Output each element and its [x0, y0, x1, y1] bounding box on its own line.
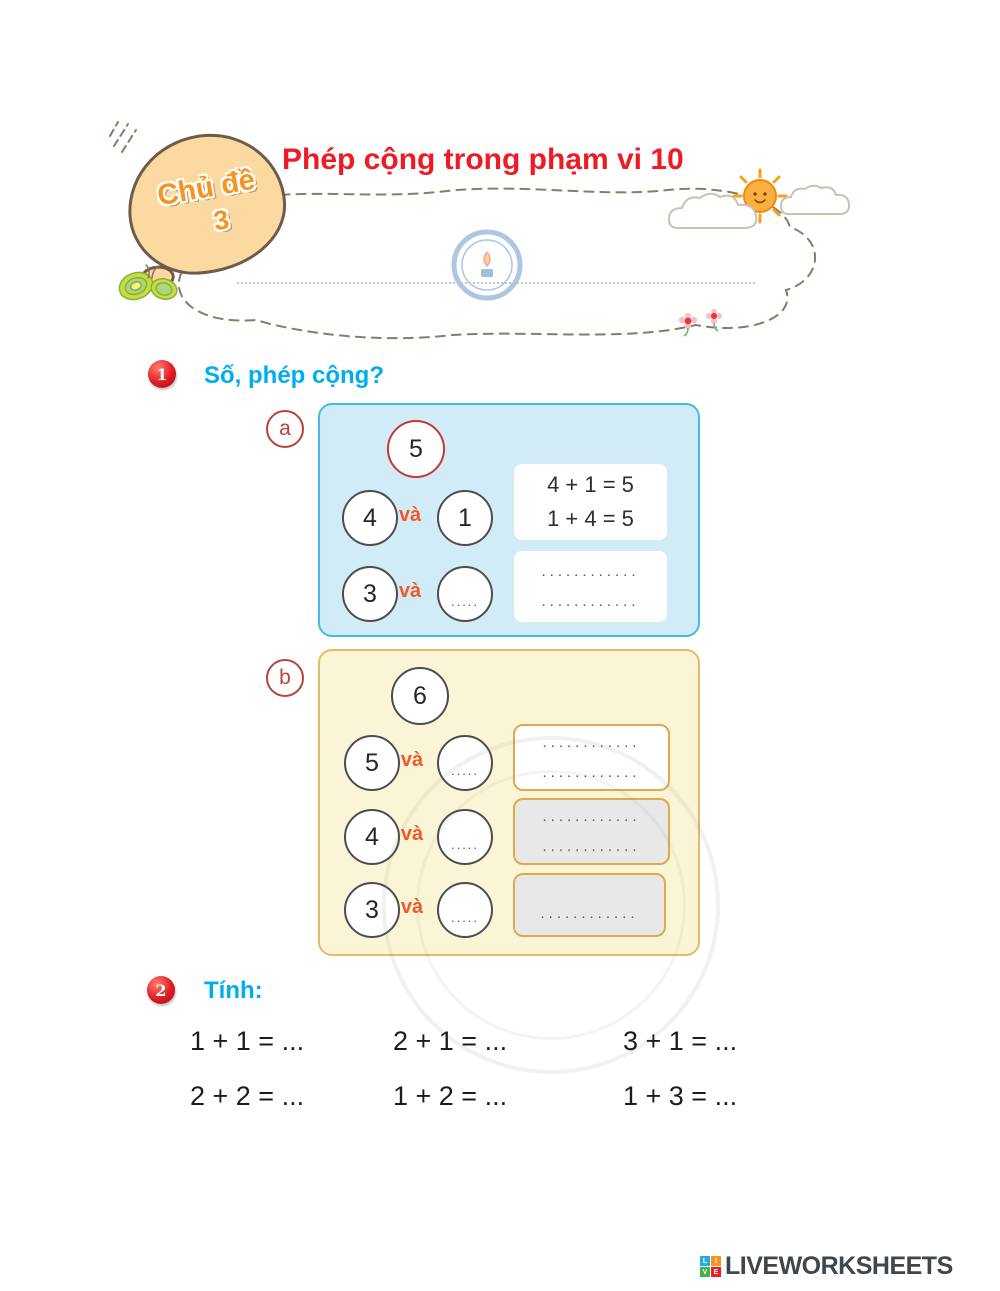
dots-line: ............ — [542, 807, 641, 825]
va-label: và — [398, 504, 422, 526]
icon-letter: I — [711, 1256, 721, 1266]
va-label: và — [400, 749, 424, 771]
liveworksheets-wordmark: LIVEWORKSHEETS — [725, 1252, 953, 1280]
cloud-icon — [667, 192, 758, 229]
addend-circle-1: 1 — [437, 490, 493, 546]
dashed-cloud-outline — [171, 187, 817, 340]
blank-dots: ..... — [450, 593, 480, 609]
dots-line: ............ — [541, 592, 640, 610]
topic-label: Chủ đề — [154, 163, 258, 212]
liveworksheets-logo: L I V E LIVEWORKSHEETS — [700, 1252, 953, 1281]
panel-a: 5 4 và 1 4 + 1 = 5 1 + 4 = 5 3 và ..... … — [318, 403, 700, 637]
panel-a-label: a — [266, 410, 304, 448]
va-label: và — [398, 580, 422, 602]
blank-answer-box[interactable]: ............ ............ — [514, 551, 667, 622]
blank-addend-circle[interactable]: ..... — [437, 735, 493, 791]
problem-1-plus-1[interactable]: 1 + 1 = ... — [190, 1026, 305, 1056]
va-label: và — [400, 896, 424, 918]
addend-circle-3: 3 — [342, 566, 398, 622]
butterfly-icon — [118, 264, 178, 301]
section-2-badge: 2 — [147, 976, 175, 1004]
topic-number: 3 — [211, 203, 232, 236]
icon-letter: L — [700, 1256, 710, 1266]
dots-line: ............ — [541, 562, 640, 580]
blank-addend-circle[interactable]: ..... — [437, 566, 493, 622]
va-label: và — [400, 823, 424, 845]
addend-circle-3: 3 — [344, 882, 400, 938]
blank-answer-box[interactable]: ............ ............ — [513, 798, 670, 865]
blank-dots: ..... — [450, 762, 480, 778]
sum-circle-6: 6 — [391, 667, 449, 725]
dots-line: ............ — [542, 733, 641, 751]
addend-circle-5: 5 — [344, 735, 400, 791]
panel-b-label: b — [266, 659, 304, 697]
problem-2-plus-2[interactable]: 2 + 2 = ... — [190, 1081, 305, 1111]
blank-addend-circle[interactable]: ..... — [437, 809, 493, 865]
sun-icon — [732, 168, 788, 224]
blank-dots: ..... — [450, 836, 480, 852]
dots-line: ............ — [542, 837, 641, 855]
addend-circle-4: 4 — [344, 809, 400, 865]
section-1-badge: 1 — [148, 360, 176, 388]
sum-circle-5: 5 — [387, 420, 445, 478]
school-logo-watermark — [451, 229, 523, 301]
equation-line: 1 + 4 = 5 — [547, 506, 634, 531]
liveworksheets-icon: L I V E — [700, 1256, 721, 1277]
motion-dashes-icon — [109, 121, 137, 153]
blank-answer-box[interactable]: ............ ............ — [513, 724, 670, 791]
panel-b: 6 5 và ..... ............ ............ 4… — [318, 649, 700, 956]
problem-1-plus-2[interactable]: 1 + 2 = ... — [393, 1081, 508, 1111]
blank-answer-box[interactable]: ............ — [513, 873, 666, 937]
page-title: Phép cộng trong phạm vi 10 — [282, 143, 684, 176]
section-2-title: Tính: — [204, 977, 263, 1004]
dots-line: ............ — [540, 905, 639, 922]
problem-1-plus-3[interactable]: 1 + 3 = ... — [623, 1081, 738, 1111]
icon-letter: V — [700, 1267, 710, 1277]
dotted-divider-line — [237, 282, 755, 284]
equation-line: 4 + 1 = 5 — [547, 471, 634, 497]
blank-dots: ..... — [450, 909, 480, 925]
dots-line: ............ — [542, 763, 641, 781]
addend-circle-4: 4 — [342, 490, 398, 546]
icon-letter: E — [711, 1267, 721, 1277]
problem-3-plus-1[interactable]: 3 + 1 = ... — [623, 1026, 738, 1056]
problem-2-plus-1[interactable]: 2 + 1 = ... — [393, 1026, 508, 1056]
blank-addend-circle[interactable]: ..... — [437, 882, 493, 938]
section-1-title: Số, phép cộng? — [204, 362, 384, 389]
equation-box: 4 + 1 = 5 1 + 4 = 5 — [514, 464, 667, 540]
flowers-icon — [678, 309, 722, 337]
cloud-icon — [779, 184, 851, 215]
